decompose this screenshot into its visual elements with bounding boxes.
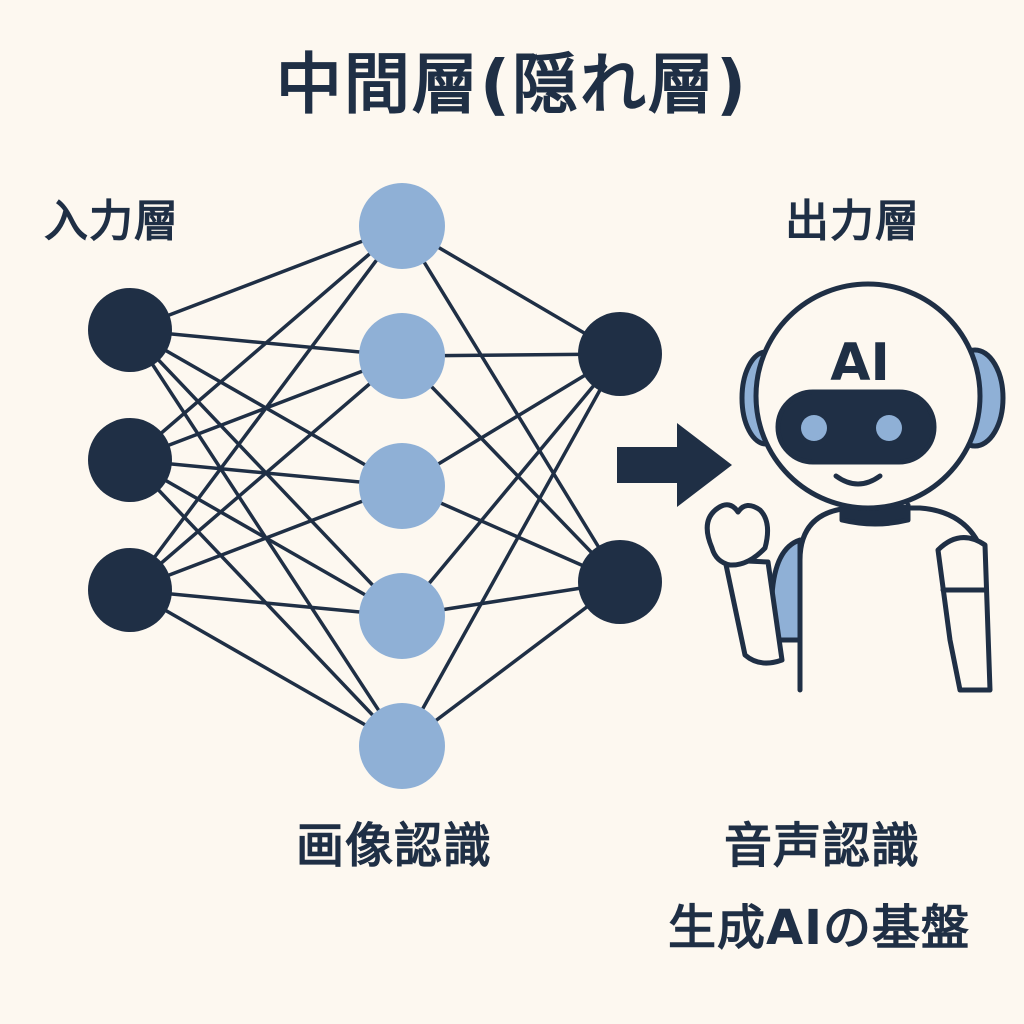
connections <box>128 224 622 748</box>
robot-left-arm <box>722 557 785 666</box>
diagram-title: 中間層(隠れ層) <box>275 46 749 123</box>
hidden-node-4 <box>359 573 445 659</box>
connection-line <box>128 224 404 592</box>
connection-line <box>128 354 404 592</box>
application-image-recognition: 画像認識 <box>296 818 493 874</box>
input-node-2 <box>88 418 172 502</box>
robot-smile <box>833 473 883 487</box>
robot-visor <box>775 389 937 465</box>
connection-line <box>400 225 622 583</box>
hidden-node-1 <box>359 183 445 269</box>
output-node-1 <box>578 312 662 396</box>
connection-line <box>400 580 622 748</box>
nodes <box>88 183 662 789</box>
input-node-1 <box>88 288 172 372</box>
output-layer-label: 出力層 <box>785 196 920 247</box>
arrow-right-icon <box>617 423 732 507</box>
hidden-node-2 <box>359 313 445 399</box>
connection-line <box>129 588 403 748</box>
connection-line <box>128 224 404 462</box>
connection-line <box>400 354 622 584</box>
input-layer-label: 入力層 <box>44 196 179 247</box>
application-speech-recognition: 音声認識 <box>724 818 921 874</box>
application-generative-ai: 生成AIの基盤 <box>668 900 971 956</box>
input-node-3 <box>88 548 172 632</box>
robot-eye-left <box>801 415 827 441</box>
connection-line <box>400 353 622 747</box>
robot-head-label: AI <box>830 333 890 393</box>
robot-hand <box>704 502 771 568</box>
hidden-node-5 <box>359 703 445 789</box>
robot-icon <box>704 281 1006 693</box>
connection-line <box>129 224 403 332</box>
output-node-2 <box>578 540 662 624</box>
connection-line <box>129 588 403 618</box>
connection-line <box>129 484 403 592</box>
connection-line <box>400 352 622 618</box>
robot-right-arm <box>935 535 993 693</box>
robot-eye-right <box>876 415 902 441</box>
hidden-node-3 <box>359 443 445 529</box>
